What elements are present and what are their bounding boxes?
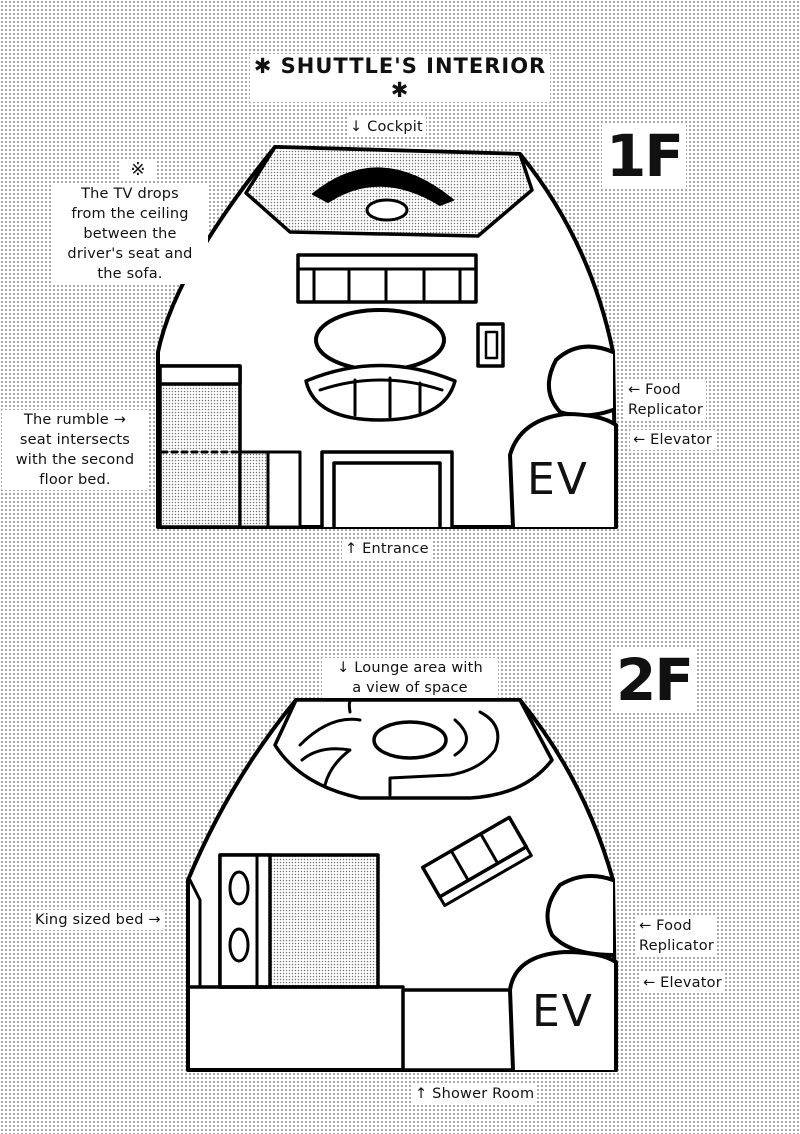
- elevator-2f: [508, 950, 618, 1072]
- shower-room-label: ↑ Shower Room: [412, 1084, 538, 1104]
- sofa-curved: [304, 363, 457, 422]
- floor1-label: 1F: [602, 124, 686, 188]
- cockpit-label: ↓ Cockpit: [347, 117, 426, 137]
- page-title: ✱ SHUTTLE'S INTERIOR ✱: [250, 54, 550, 102]
- entrance-door: [320, 450, 454, 529]
- food-replicator-label: ← Food Replicator: [625, 380, 706, 420]
- king-bed-label: King sized bed →: [32, 910, 164, 930]
- driver-seat: [365, 198, 409, 222]
- tv-note-mark: ※: [120, 160, 156, 180]
- elevator: [508, 412, 618, 529]
- tv-note: The TV drops from the ceiling between th…: [52, 184, 208, 284]
- cockpit: [244, 145, 534, 238]
- rumble-seat: [158, 364, 242, 529]
- food-replicator: [547, 344, 615, 418]
- ev-label-2f: EV: [532, 986, 594, 1037]
- entrance-label: ↑ Entrance: [342, 539, 432, 559]
- elevator-label: ← Elevator: [630, 430, 715, 450]
- elevator-label-2f: ← Elevator: [640, 973, 725, 993]
- driver-console: [312, 167, 454, 206]
- lounge-table: [372, 720, 448, 760]
- food-replicator-label-2f: ← Food Replicator: [636, 916, 717, 956]
- lounge-label: ↓ Lounge area with a view of space: [322, 658, 498, 698]
- floor2-plan: [186, 698, 618, 1072]
- floor2-label: 2F: [612, 648, 696, 712]
- shower-room: [401, 988, 520, 1072]
- table: [314, 308, 446, 372]
- ev-label-1f: EV: [527, 454, 589, 505]
- floor1-plan: [156, 145, 618, 529]
- rumble-seat-note: The rumble → seat intersects with the se…: [2, 410, 148, 490]
